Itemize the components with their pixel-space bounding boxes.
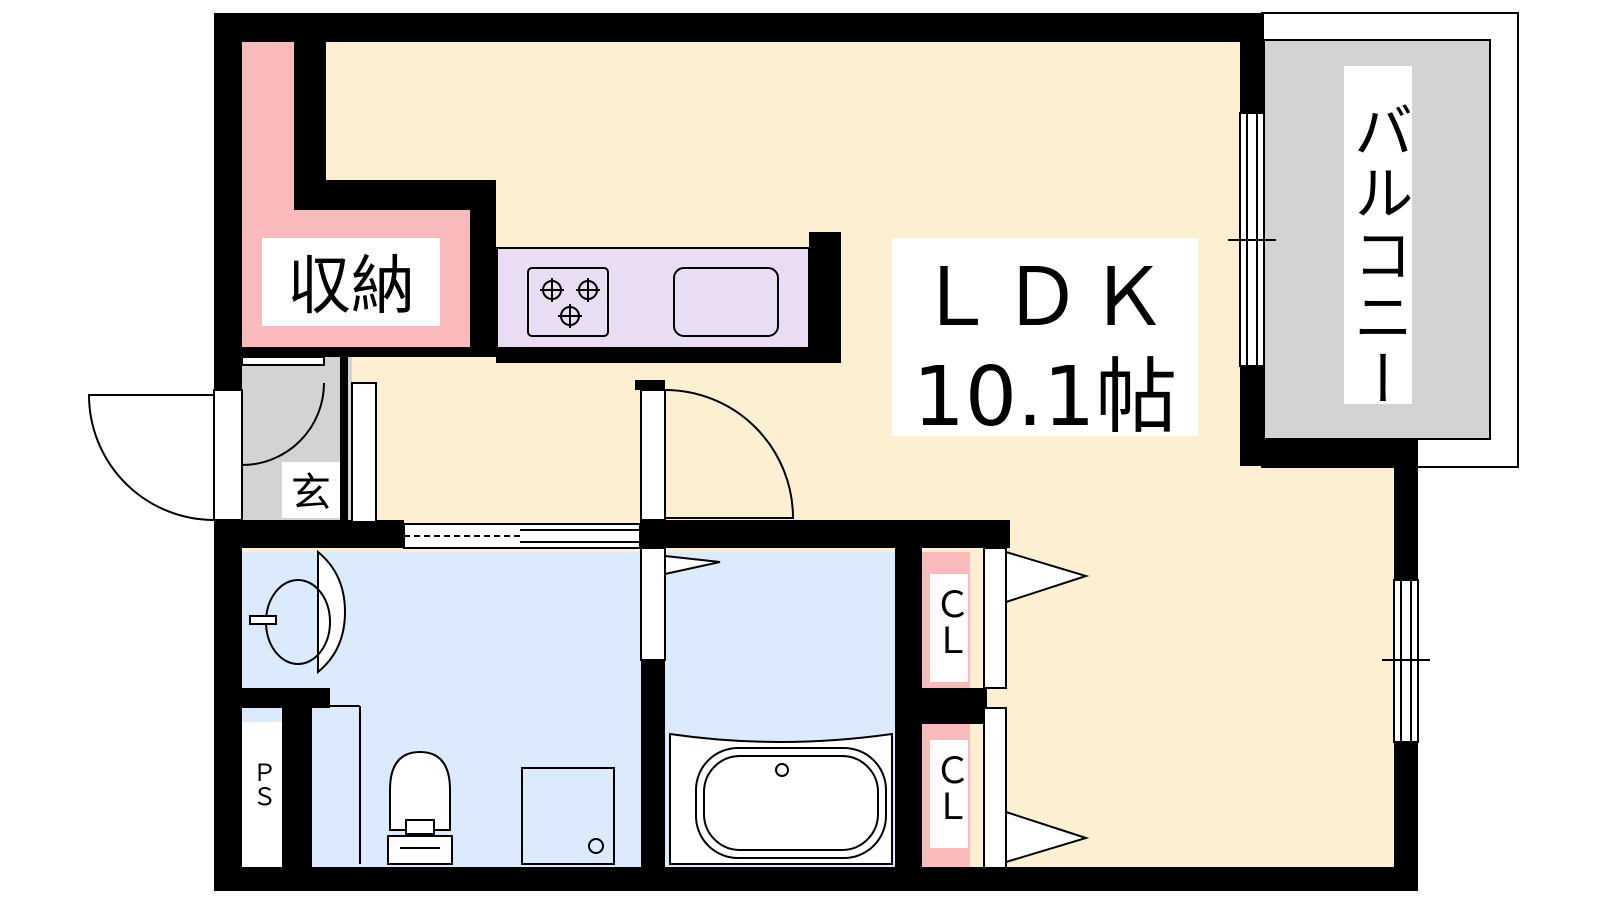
entrance-label: 玄 <box>291 470 331 516</box>
ldk-floor-right <box>1220 440 1400 874</box>
storage-label: 収納 <box>287 250 415 324</box>
washbasin-icon <box>249 549 347 675</box>
closet-bottom-label: ＣＬ <box>929 752 970 824</box>
balcony-label-box: バルコニー <box>1343 66 1413 410</box>
storage-label-box: 収納 <box>262 238 440 326</box>
bath-door <box>640 547 721 661</box>
closet-top-label: ＣＬ <box>929 586 970 658</box>
walls <box>214 13 1418 891</box>
ldk-name-label: ＬＤＫ <box>916 251 1174 344</box>
closet-top-label-box: ＣＬ <box>929 574 970 682</box>
sliding-door-washroom <box>403 523 641 549</box>
balcony-label: バルコニー <box>1343 100 1413 410</box>
ldk-label-box: ＬＤＫ 10.1帖 <box>892 238 1198 445</box>
closet-bottom-label-box: ＣＬ <box>929 740 970 848</box>
ldk-size-label: 10.1帖 <box>913 350 1178 445</box>
window-right <box>1382 579 1430 743</box>
closet-door-bottom <box>983 707 1090 869</box>
entrance-door <box>87 389 243 521</box>
ldk-door <box>640 389 795 521</box>
kitchen-counter <box>496 247 810 349</box>
closet-door-top <box>983 547 1090 689</box>
window-balcony <box>1228 112 1276 367</box>
bathtub-icon <box>669 732 893 865</box>
pipe-space-floor <box>242 722 282 874</box>
kitchen-sink-icon <box>673 267 779 337</box>
entrance-label-box: 玄 <box>282 462 340 518</box>
toilet-icon <box>387 750 453 865</box>
pipe-space-label: ＰＳ <box>248 760 276 808</box>
entrance-step <box>351 382 377 523</box>
inner-door-entrance <box>241 356 325 466</box>
stove-icon <box>527 267 609 337</box>
washing-machine-icon <box>521 767 615 865</box>
